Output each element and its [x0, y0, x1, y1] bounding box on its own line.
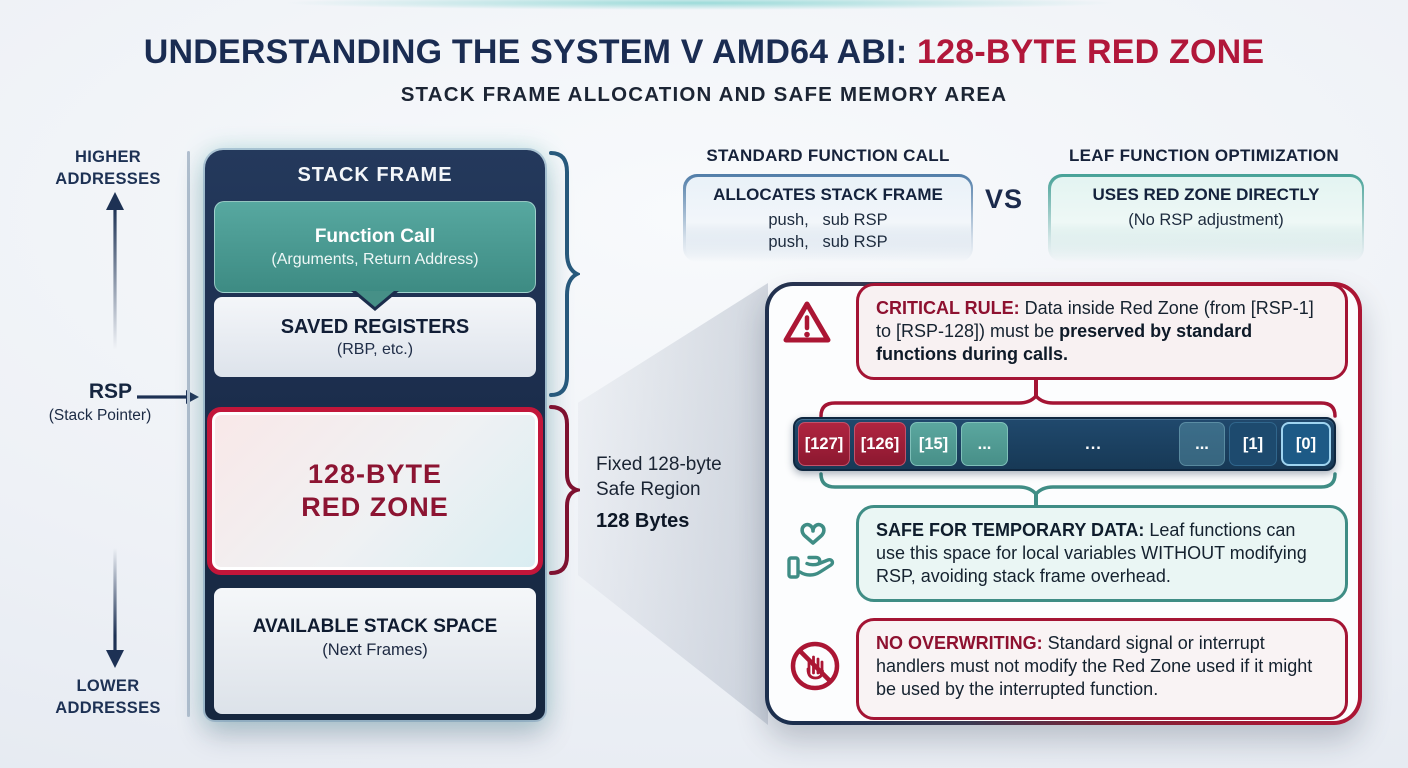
- byte-array-overbrace: [819, 394, 1337, 418]
- annotation-size-label: 128 Bytes: [596, 509, 690, 532]
- annotation-line2: Safe Region: [596, 479, 701, 501]
- top-glow-decoration: [280, 0, 1120, 10]
- no-overwriting-text: Standard signal or interrupt handlers mu…: [876, 633, 1313, 700]
- saved-registers-sublabel: (RBP, etc.): [336, 340, 414, 358]
- critical-rule-text: Data inside Red Zone (from [RSP-1] to [R…: [876, 298, 1314, 342]
- saved-registers-title: SAVED REGISTERS: [280, 315, 470, 338]
- critical-rule-connector: [1034, 371, 1038, 398]
- annotation-line1: Fixed 128-byte: [596, 454, 722, 475]
- byte-cell-15: [15]: [910, 422, 957, 466]
- page-subtitle: STACK FRAME ALLOCATION AND SAFE MEMORY A…: [400, 83, 1008, 106]
- rsp-label: RSP: [88, 380, 132, 403]
- red-zone-line1: 128-BYTE: [307, 459, 443, 490]
- byte-cell-126: [126]: [854, 422, 906, 466]
- safe-data-connector: [1034, 493, 1038, 507]
- safe-temporary-data-box: SAFE FOR TEMPORARY DATA: Leaf functions …: [856, 505, 1348, 603]
- byte-array-underbrace: [819, 472, 1337, 496]
- byte-cell-ellipsis: ...: [961, 422, 1008, 466]
- up-arrow-icon: [106, 192, 124, 365]
- function-call-box: Function Call (Arguments, Return Address…: [214, 201, 536, 293]
- standard-instruction-line: push, sub RSP: [768, 210, 888, 229]
- page-title-main: UNDERSTANDING THE SYSTEM V AMD64 ABI:: [143, 33, 917, 71]
- red-zone-box: 128-BYTE RED ZONE: [207, 407, 543, 575]
- leaf-function-box: USES RED ZONE DIRECTLY (No RSP adjustmen…: [1048, 174, 1364, 262]
- no-entry-hand-icon: [790, 641, 840, 691]
- chevron-down-icon: [356, 291, 394, 307]
- standard-function-call-box: ALLOCATES STACK FRAME push, sub RSP push…: [683, 174, 973, 262]
- no-overwriting-label: NO OVERWRITING:: [876, 633, 1043, 653]
- critical-rule-label: CRITICAL RULE:: [876, 298, 1020, 318]
- leaf-box-title: USES RED ZONE DIRECTLY: [1092, 184, 1320, 204]
- axis-separator-line: [187, 151, 190, 717]
- available-stack-space-title: AVAILABLE STACK SPACE: [252, 616, 498, 637]
- available-stack-space-box: AVAILABLE STACK SPACE (Next Frames): [214, 588, 536, 714]
- available-stack-space-sublabel: (Next Frames): [322, 641, 428, 659]
- red-zone-brace: [549, 405, 580, 575]
- standard-box-title: ALLOCATES STACK FRAME: [713, 184, 943, 204]
- critical-rule-box: CRITICAL RULE: Data inside Red Zone (fro…: [856, 283, 1348, 381]
- higher-addresses-label: HIGHER ADDRESSES: [55, 148, 161, 188]
- byte-array-gap-ellipsis: ...: [1085, 434, 1102, 453]
- page-title: UNDERSTANDING THE SYSTEM V AMD64 ABI: 12…: [0, 33, 1408, 72]
- stack-frame-title: STACK FRAME: [297, 164, 453, 186]
- safe-region-annotation: Fixed 128-byte Safe Region 128 Bytes: [596, 452, 776, 533]
- no-overwriting-box: NO OVERWRITING: Standard signal or inter…: [856, 618, 1348, 720]
- standard-instruction-line: push, sub RSP: [768, 232, 888, 251]
- leaf-function-optimization-heading: LEAF FUNCTION OPTIMIZATION: [1068, 146, 1339, 165]
- leaf-box-sublabel: (No RSP adjustment): [1128, 210, 1284, 229]
- stack-frame-brace: [549, 151, 580, 397]
- vs-label: VS: [984, 184, 1024, 214]
- page-title-accent: 128-BYTE RED ZONE: [917, 33, 1265, 71]
- byte-cell-1: [1]: [1229, 422, 1277, 466]
- function-call-title: Function Call: [314, 225, 436, 247]
- hand-heart-icon: [787, 522, 835, 579]
- byte-cell-127: [127]: [798, 422, 850, 466]
- red-zone-line2: RED ZONE: [301, 492, 449, 522]
- critical-rule-bold-text: preserved by standard functions during c…: [876, 321, 1253, 365]
- safe-data-label: SAFE FOR TEMPORARY DATA:: [876, 520, 1145, 540]
- warning-icon: [783, 301, 831, 343]
- lower-addresses-label: LOWER ADDRESSES: [55, 677, 161, 717]
- safe-data-text: Leaf functions can use this space for lo…: [876, 520, 1307, 587]
- red-zone-byte-array: [127] [126] [15] ... ... ... [1] [0]: [793, 417, 1336, 471]
- rsp-sublabel: (Stack Pointer): [48, 407, 152, 424]
- down-arrow-icon: [106, 548, 124, 668]
- byte-cell-0: [0]: [1281, 422, 1331, 466]
- byte-cell-ellipsis: ...: [1179, 422, 1225, 466]
- standard-function-call-heading: STANDARD FUNCTION CALL: [706, 146, 950, 165]
- function-call-sublabel: (Arguments, Return Address): [271, 250, 479, 268]
